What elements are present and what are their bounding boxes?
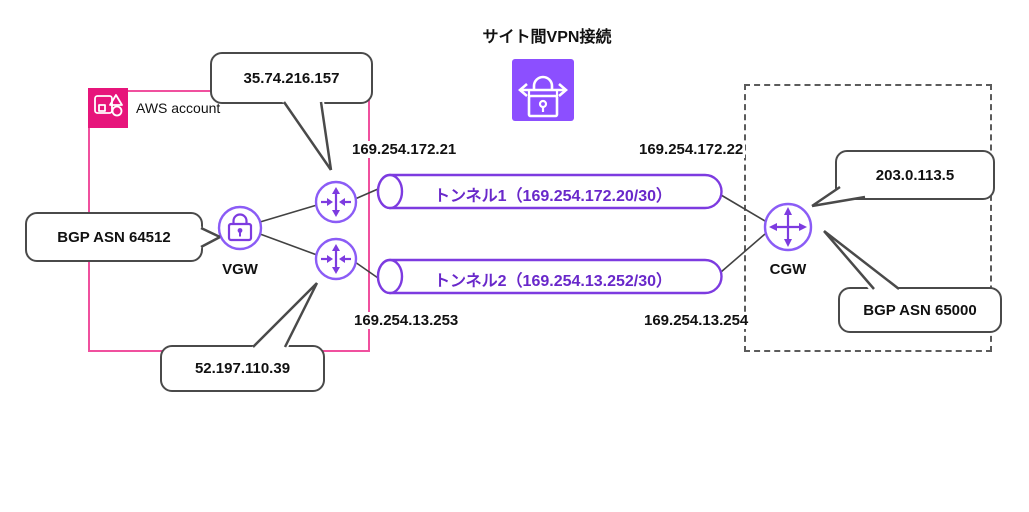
- tunnel1-inside-ip-aws: 169.254.172.21: [350, 141, 459, 158]
- callout-cgw-public-ip: 203.0.113.5: [835, 150, 995, 200]
- callout-tunnel1-public-ip: 35.74.216.157: [210, 52, 373, 104]
- tunnel1-inside-ip-cgw: 169.254.172.22: [637, 141, 746, 158]
- callout-text: 35.74.216.157: [243, 69, 340, 87]
- callout-text: 52.197.110.39: [194, 360, 291, 377]
- tunnel1-label: トンネル1（169.254.172.20/30）: [433, 188, 673, 205]
- aws-account-label: AWS account: [136, 100, 221, 116]
- vgw-label: VGW: [222, 261, 258, 278]
- tunnel2-inside-ip-cgw: 169.254.13.254: [642, 312, 751, 329]
- site-to-site-vpn-icon: [512, 59, 574, 121]
- callout-text: BGP ASN 64512: [57, 228, 171, 246]
- callout-vgw-bgp-asn: BGP ASN 64512: [25, 212, 203, 262]
- tunnel2-inside-ip-aws: 169.254.13.253: [352, 312, 461, 329]
- callout-text: BGP ASN 65000: [863, 301, 977, 319]
- callout-text: 203.0.113.5: [875, 166, 955, 184]
- callout-tunnel2-public-ip: 52.197.110.39: [160, 345, 325, 392]
- cgw-label: CGW: [769, 261, 807, 278]
- tunnel2-label: トンネル2（169.254.13.252/30）: [433, 273, 673, 290]
- callout-cgw-bgp-asn: BGP ASN 65000: [838, 287, 1002, 333]
- diagram-title: サイト間VPN接続: [482, 29, 612, 46]
